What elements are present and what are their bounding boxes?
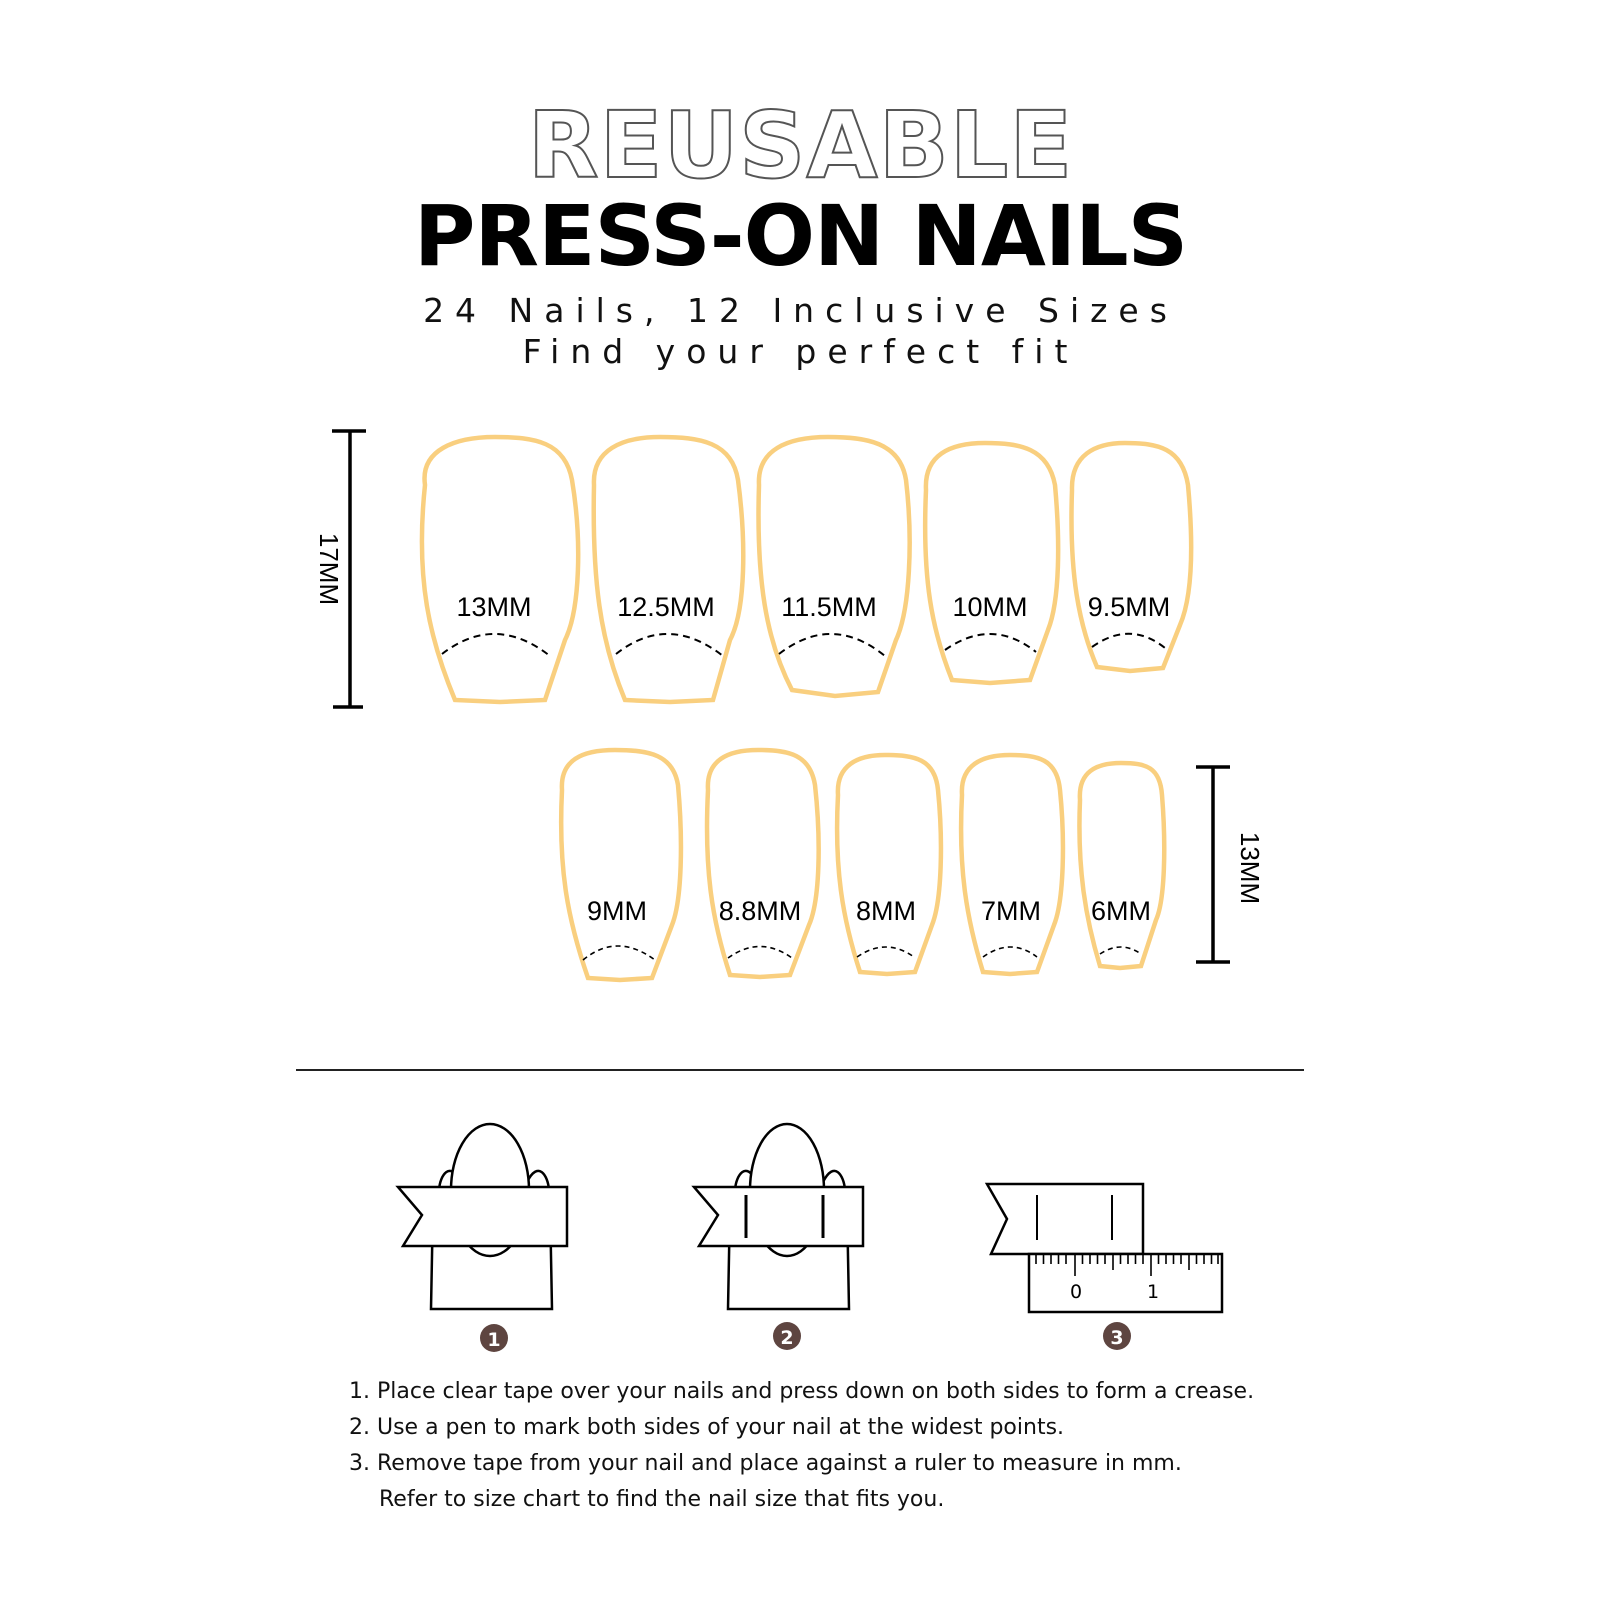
title-reusable: REUSABLE (527, 92, 1074, 199)
nail-row-1 (419, 434, 1194, 705)
nail-size-label: 11.5MM (781, 592, 877, 622)
nail-shape-6mm (1077, 760, 1167, 971)
nail-size-label: 7MM (981, 896, 1041, 926)
nail-row-2 (558, 747, 1167, 983)
title-press-on-nails: PRESS-ON NAILS (413, 187, 1188, 285)
nail-size-label: 9.5MM (1088, 592, 1171, 622)
length-label-13mm: 13MM (1235, 832, 1265, 904)
nail-size-label: 6MM (1091, 896, 1151, 926)
nail-size-label: 12.5MM (617, 592, 715, 622)
nail-labels-row-2: 9MM 8.8MM 8MM 7MM 6MM (587, 896, 1151, 926)
instruction-step-2: 2. Use a pen to mark both sides of your … (349, 1415, 1065, 1440)
svg-text:2: 2 (780, 1327, 793, 1349)
instruction-step-1: 1. Place clear tape over your nails and … (349, 1379, 1255, 1404)
cuticle-lines-row-2 (582, 945, 1142, 961)
nail-shape-10mm (922, 440, 1061, 686)
ruler-ticks (1035, 1254, 1219, 1276)
nail-shape-7mm (958, 752, 1066, 977)
section-divider (296, 1069, 1304, 1071)
badge-step-3: 3 (1103, 1322, 1131, 1350)
nail-size-label: 8.8MM (719, 896, 802, 926)
nail-size-label: 9MM (587, 896, 647, 926)
svg-text:1: 1 (487, 1329, 500, 1351)
length-indicator-17mm (332, 429, 366, 709)
svg-text:3: 3 (1110, 1327, 1123, 1349)
length-indicator-13mm (1196, 765, 1230, 964)
nail-shape-13mm (419, 434, 581, 705)
ruler-label-1: 1 (1147, 1281, 1159, 1303)
ruler-label-0: 0 (1070, 1281, 1082, 1303)
badge-step-2: 2 (773, 1322, 801, 1350)
nail-labels-row-1: 13MM 12.5MM 11.5MM 10MM 9.5MM (456, 592, 1170, 622)
nail-size-label: 8MM (856, 896, 916, 926)
nail-shape-11-5mm (756, 434, 912, 699)
ruler-measure-icon (984, 1182, 1224, 1314)
nail-shape-8-8mm (704, 747, 821, 980)
nail-shape-9-5mm (1069, 440, 1194, 674)
subtitle-nail-count: 24 Nails, 12 Inclusive Sizes (423, 291, 1178, 330)
measuring-instructions: 1. Place clear tape over your nails and … (349, 1374, 1349, 1518)
nail-shape-9mm (558, 747, 684, 983)
badge-step-1: 1 (480, 1324, 508, 1352)
nail-size-label: 13MM (456, 592, 531, 622)
subtitle-tagline: Find your perfect fit (522, 332, 1079, 371)
instruction-note: Refer to size chart to find the nail siz… (379, 1487, 945, 1512)
mark-nail-width-icon (691, 1122, 865, 1311)
nail-size-label: 10MM (952, 592, 1027, 622)
nail-shape-8mm (834, 752, 944, 977)
instruction-step-3: 3. Remove tape from your nail and place … (349, 1451, 1182, 1476)
length-label-17mm: 17MM (314, 533, 344, 605)
cuticle-lines-row-1 (441, 632, 1166, 657)
tape-over-nail-icon (395, 1122, 569, 1311)
nail-shape-12-5mm (591, 434, 746, 705)
